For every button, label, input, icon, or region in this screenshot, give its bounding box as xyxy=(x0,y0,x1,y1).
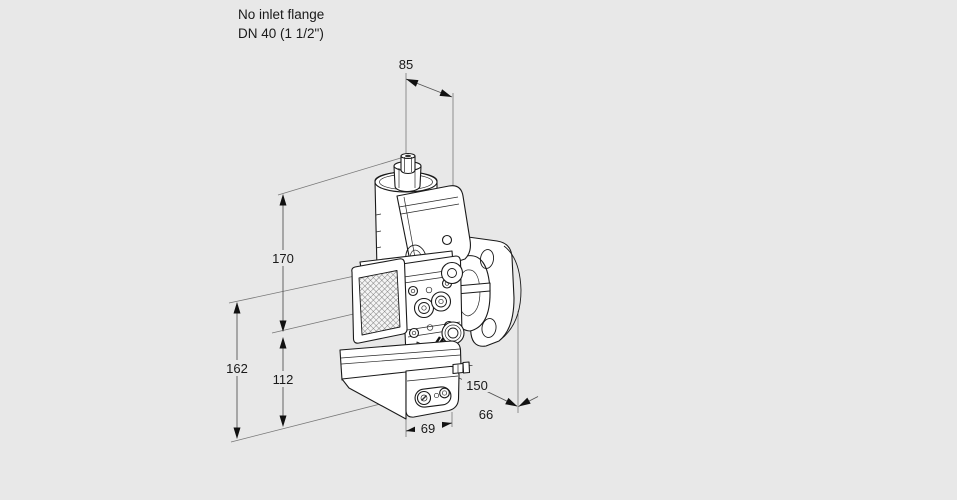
dimension-label-162: 162 xyxy=(226,361,248,376)
note-line-2: DN 40 (1 1/2") xyxy=(238,26,324,41)
dimension-162: 162 xyxy=(222,302,252,439)
sight-port xyxy=(439,387,450,399)
port-left xyxy=(413,297,435,319)
dimension-label-66: 66 xyxy=(479,407,493,422)
flange-bolt-hole-top xyxy=(479,249,495,269)
dimension-112: 112 xyxy=(268,337,298,427)
drawing-note: No inlet flange DN 40 (1 1/2") xyxy=(238,7,324,41)
dimension-label-150: 150 xyxy=(466,378,488,393)
stem-slot xyxy=(405,154,411,158)
port-right xyxy=(430,291,452,312)
regulator-block xyxy=(339,340,473,420)
pivot-boss-top xyxy=(440,261,464,285)
note-line-1: No inlet flange xyxy=(238,7,324,22)
dimension-66: 66 xyxy=(479,396,539,422)
flange-bolt-hole-bottom xyxy=(481,318,497,338)
dimension-150: 150 xyxy=(455,376,518,407)
dimension-85: 85 xyxy=(399,57,453,98)
valve-illustration xyxy=(339,152,522,420)
dimension-69: 69 xyxy=(405,421,453,436)
valve-body xyxy=(351,250,465,351)
dimension-label-85: 85 xyxy=(399,57,413,72)
dimension-label-112: 112 xyxy=(273,372,294,387)
housing-screw xyxy=(441,234,453,246)
dimension-label-170: 170 xyxy=(272,251,294,266)
dimension-label-69: 69 xyxy=(421,421,435,436)
dimension-170: 170 xyxy=(268,194,298,332)
strainer-mesh xyxy=(358,270,401,336)
extension-lines xyxy=(228,73,519,443)
